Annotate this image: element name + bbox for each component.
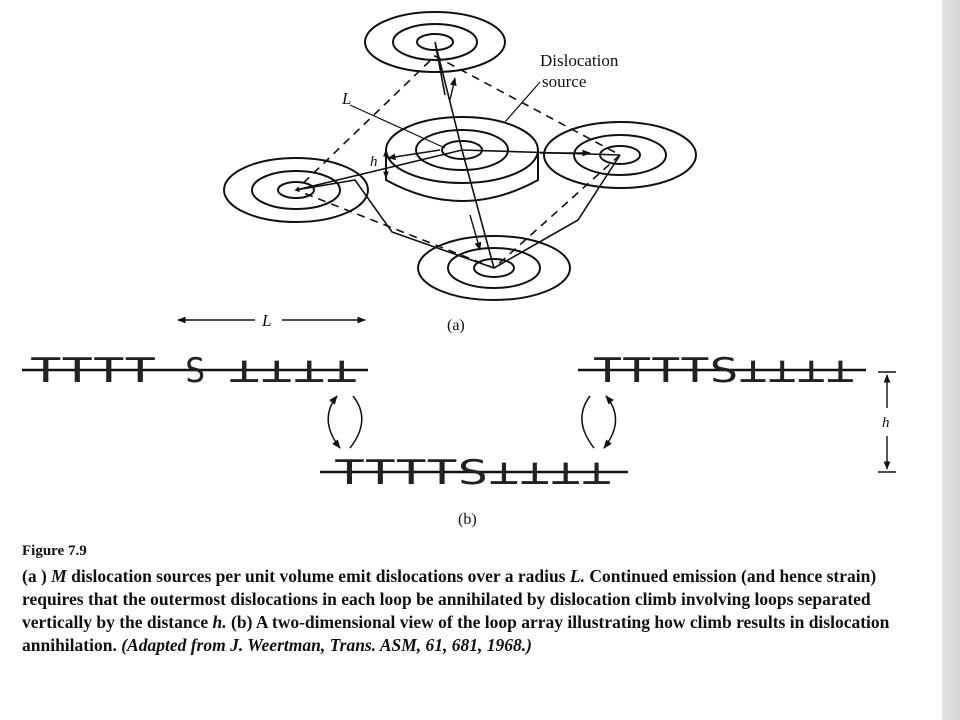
label-dislocation-source-1: Dislocation [540, 51, 619, 70]
loop-center [385, 116, 539, 202]
label-L-b: L [261, 311, 271, 330]
row2-dislocations: TTTTS⊥⊥⊥⊥ [593, 351, 855, 391]
caption-M: M [51, 566, 67, 586]
figure-caption: Figure 7.9 (a ) M dislocation sources pe… [22, 540, 922, 657]
caption-source: (Adapted from J. Weertman, Trans. ASM, 6… [121, 635, 533, 655]
row1-source: S [185, 351, 205, 391]
caption-L: L. [569, 566, 585, 586]
caption-part-a-label: (a ) [22, 566, 52, 586]
loop-top [364, 11, 506, 73]
label-dislocation-source-2: source [542, 72, 586, 91]
caption-part-a-text1: dislocation sources per unit volume emit… [66, 566, 570, 586]
climb-lines [295, 41, 621, 269]
loop-left [223, 157, 369, 223]
panel-a [223, 11, 697, 301]
row1-right-dislocations: ⊥⊥⊥⊥ [228, 351, 358, 391]
label-h-b: h [882, 415, 890, 431]
loop-right [543, 121, 697, 189]
panel-b [22, 316, 896, 474]
loop-bottom [417, 235, 571, 301]
caption-part-b-text: (b) A two-dimensional view of the loop a… [22, 612, 890, 655]
page-edge [942, 0, 960, 720]
figure-number: Figure 7.9 [22, 543, 87, 559]
caption-b: (b) [458, 511, 477, 528]
caption-a: (a) [447, 317, 465, 334]
row1-left-dislocations: TTTT [30, 351, 156, 391]
row3-dislocations: TTTTS⊥⊥⊥⊥ [334, 453, 612, 493]
caption-h: h. [212, 612, 227, 632]
caption-part-a-text2: Continued emission (and hence strain) re… [22, 566, 877, 632]
label-h-a: h [370, 154, 378, 170]
label-L-a: L [341, 89, 351, 108]
